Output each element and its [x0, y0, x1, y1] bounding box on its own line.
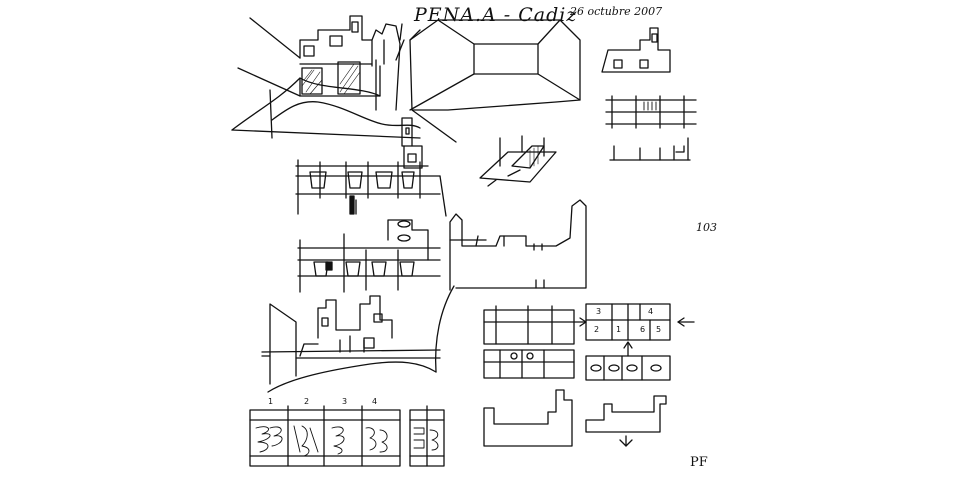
- elevation-sketch-2: [297, 219, 441, 293]
- strip-number: 3: [342, 397, 348, 406]
- strip-elevations: [249, 405, 445, 467]
- block-number: 6: [640, 325, 646, 334]
- grid-plan-sketch: [605, 95, 697, 129]
- strip-number: 1: [268, 397, 274, 406]
- strip-number: 2: [304, 397, 310, 406]
- strip-number: 4: [372, 397, 378, 406]
- block-number: 4: [648, 307, 654, 316]
- plan-diagram-lower-right: [585, 341, 671, 381]
- section-sketch-bottom-right: [585, 395, 667, 447]
- block-number: 5: [656, 325, 662, 334]
- block-number: 1: [616, 325, 622, 334]
- section-sketch-center: [449, 199, 587, 291]
- author-initials: PF: [690, 455, 708, 470]
- perspective-courtyard-sketch: [261, 285, 455, 393]
- plan-diagram-lower-left: [483, 349, 575, 379]
- page-number: 103: [696, 221, 717, 234]
- block-number: 3: [596, 307, 602, 316]
- elevation-sketch-1: [295, 159, 441, 215]
- small-facade-sketch: [601, 27, 671, 73]
- perspective-street-sketch: [231, 15, 421, 139]
- sketch-title: PENA.A - Cadiz: [414, 4, 578, 26]
- section-sketch-bottom-left: [483, 389, 573, 447]
- section-sketch-right: [609, 137, 691, 161]
- construction-lines: [261, 109, 457, 357]
- plan-diagram-left: [483, 305, 587, 345]
- perspective-box-sketch: [409, 19, 581, 111]
- block-number: 2: [594, 325, 600, 334]
- tower-sketch: [401, 117, 423, 169]
- sketch-date: 26 octubre 2007: [570, 5, 663, 18]
- plan-diagram-right: [585, 303, 695, 341]
- slab-detail-sketch: [479, 135, 557, 187]
